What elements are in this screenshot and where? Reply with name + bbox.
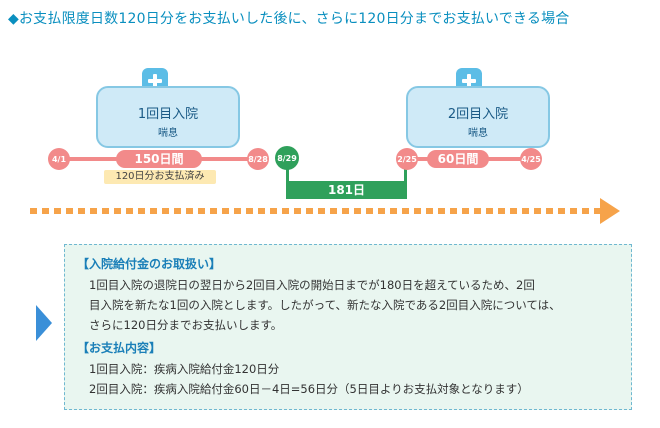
date-marker-end-2: 4/25 bbox=[520, 148, 542, 170]
hospitalization-2-box: 2回目入院 喘息 bbox=[406, 86, 550, 148]
section-text-payment-2: 2回目入院：疾病入院給付金60日－4日=56日分（5日目よりお支払対象となります… bbox=[89, 382, 529, 396]
section-text-payment-1: 1回目入院：疾病入院給付金120日分 bbox=[89, 362, 280, 376]
explanation-box: 【入院給付金のお取扱い】 1回目入院の退院日の翌日から2回目入院の開始日までが1… bbox=[64, 244, 632, 410]
timeline-arrow-line bbox=[30, 208, 600, 214]
hospitalization-1-title: 1回目入院 bbox=[137, 107, 199, 122]
section-text-handling-2: 目入院を新たな1回の入院とします。したがって、新たな入院である2回目入院について… bbox=[89, 298, 561, 312]
section-text-handling-1: 1回目入院の退院日の翌日から2回目入院の開始日までが180日を超えているため、2… bbox=[89, 278, 535, 292]
period-1-duration: 150日間 bbox=[116, 150, 202, 168]
period-2-duration: 60日間 bbox=[427, 150, 489, 168]
section-text-handling-3: さらに120日分までお支払いします。 bbox=[89, 318, 283, 332]
hospitalization-1-box: 1回目入院 喘息 bbox=[96, 86, 240, 148]
date-marker-start-2: 2/25 bbox=[396, 148, 418, 170]
hospitalization-2-condition: 喘息 bbox=[468, 128, 488, 139]
paid-status-label: 120日分お支払済み bbox=[104, 170, 216, 184]
triangle-pointer-icon bbox=[36, 305, 52, 341]
hospitalization-2-title: 2回目入院 bbox=[447, 107, 509, 122]
date-marker-start-1: 4/1 bbox=[48, 148, 70, 170]
section-heading-payment: 【お支払内容】 bbox=[77, 341, 162, 355]
page-title: ◆お支払限度日数120日分をお支払いした後に、さらに120日分までお支払いできる… bbox=[8, 11, 570, 27]
section-heading-handling: 【入院給付金のお取扱い】 bbox=[77, 257, 222, 271]
gap-duration-band: 181日 bbox=[286, 181, 407, 199]
arrow-right-icon bbox=[600, 198, 620, 224]
hospitalization-1-condition: 喘息 bbox=[158, 128, 178, 139]
date-marker-gap-start: 8/29 bbox=[275, 146, 299, 170]
date-marker-end-1: 8/28 bbox=[247, 148, 269, 170]
